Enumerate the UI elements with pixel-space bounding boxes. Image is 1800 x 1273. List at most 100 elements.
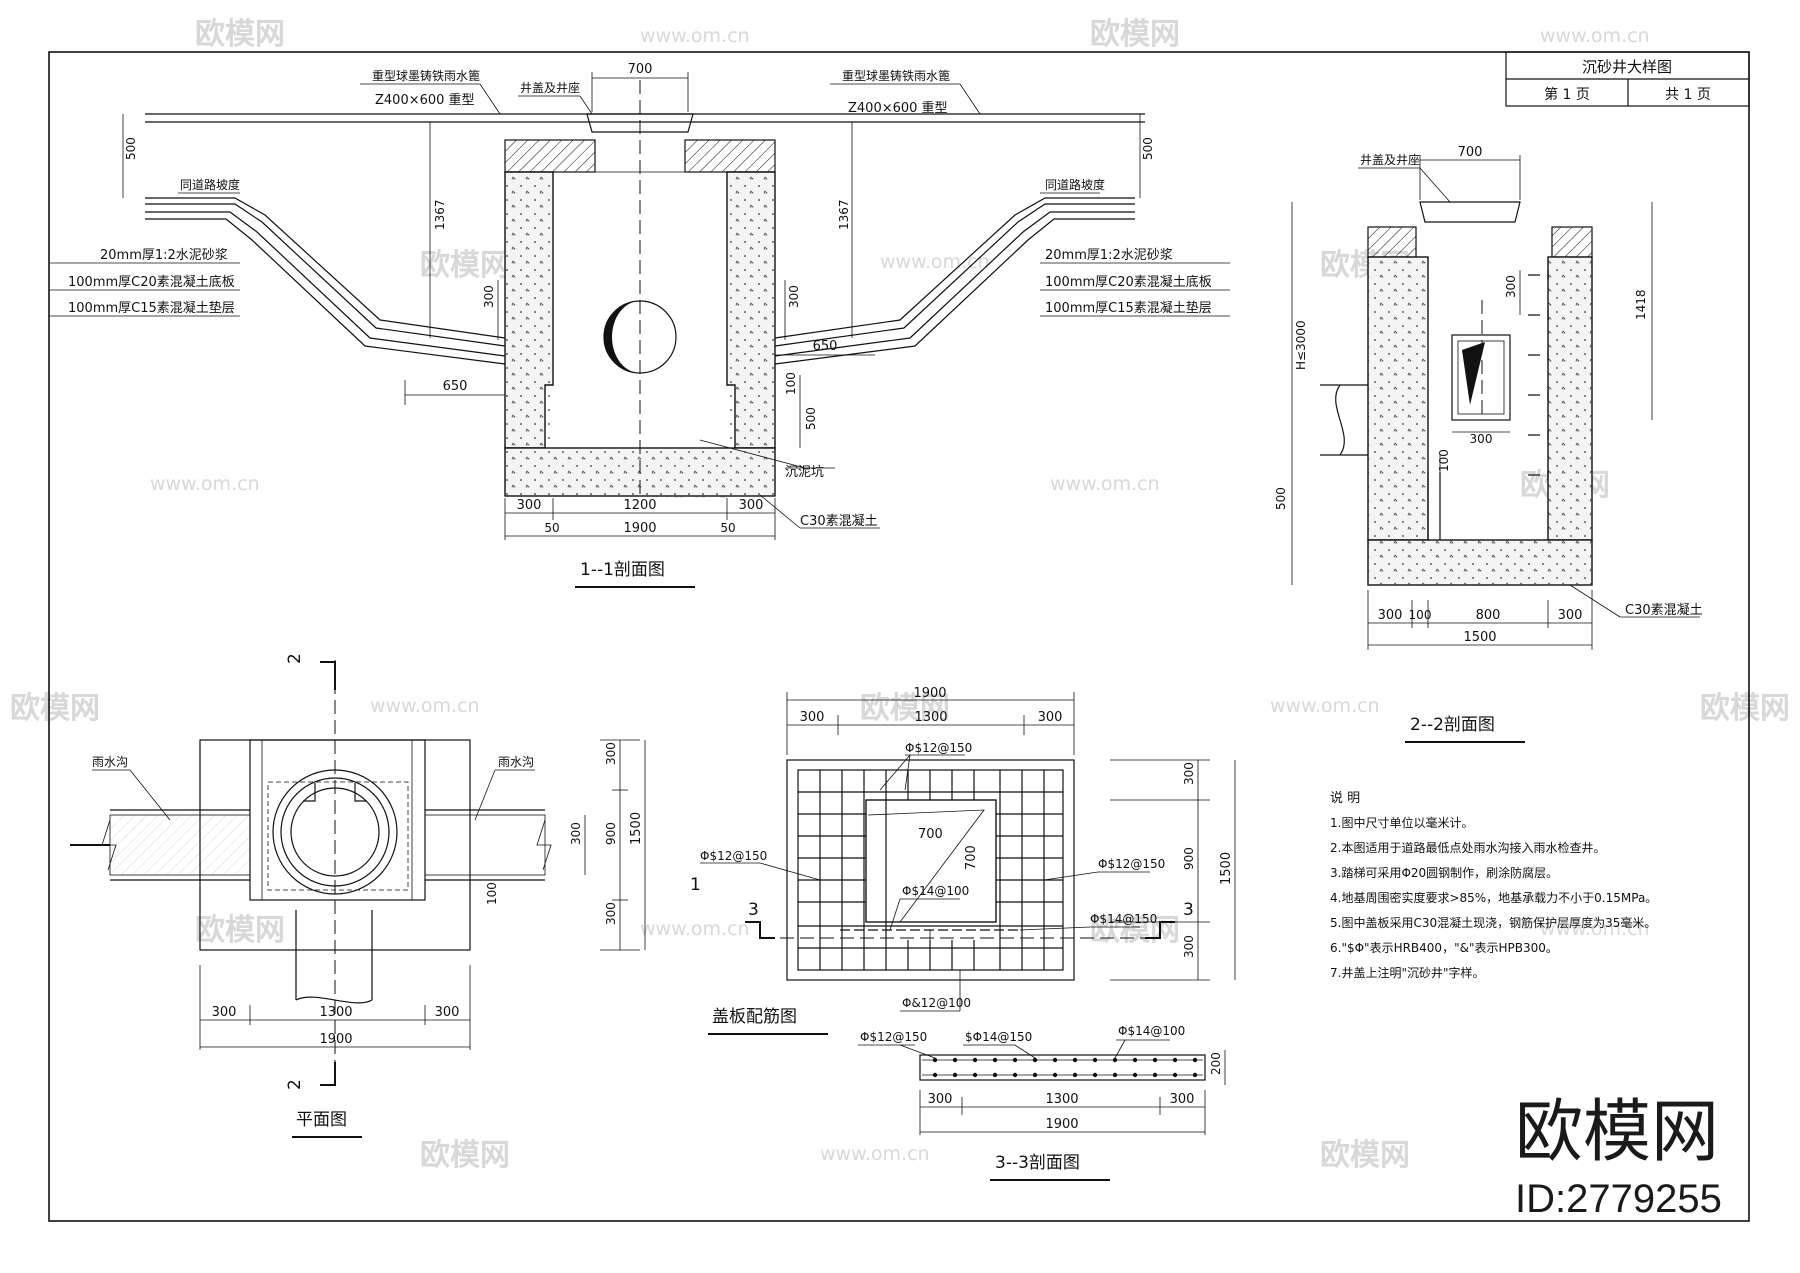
watermark-layer: 欧模网 www.om.cn 欧模网 www.om.cn 欧模网 www.om.c… [10,17,1790,1173]
plan-dim-v300-pipe: 300 [569,822,583,845]
watermark-brand: 欧模网 [420,1138,510,1173]
caption-rebar: 盖板配筋图 [712,1007,797,1027]
dim-1-1-h300-left: 300 [482,285,496,308]
grate-spec-left: Z400×600 重型 [375,92,475,108]
dim-1-1-b1900: 1900 [623,521,656,536]
dim-1-1-b1200: 1200 [623,498,656,513]
watermark-url: www.om.cn [640,25,750,47]
note-item: 7.井盖上注明"沉砂井"字样。 [1330,965,1485,980]
section-3-3-label-a: Φ$12@150 [860,1030,927,1044]
watermark-brand: 欧模网 [860,691,950,726]
rebar-label-bottom: Φ&12@100 [902,996,971,1010]
rebar-label-left: Φ$12@150 [700,849,767,863]
plan-dim-v100: 100 [485,882,499,905]
note-item: 6."$Φ"表示HRB400，"&"表示HPB300。 [1330,941,1558,955]
note-item: 4.地基周围密实度要求>85%，地基承载力不小于0.15MPa。 [1330,890,1657,905]
rebar-opening-h: 700 [964,845,979,870]
rebar-label-right2: Φ$14@150 [1090,912,1157,926]
section-3-3-b300-left: 300 [928,1092,953,1107]
dim-1-1-h500-pit: 500 [804,407,818,430]
watermark-brand: 欧模网 [420,248,510,283]
dim-1-1-h300-right: 300 [787,285,801,308]
plan-dim-b1300: 1300 [319,1005,352,1020]
rebar-plan: 700 700 Φ$12@150 Φ$12@150 Φ$12@150 Φ$14@… [690,686,1236,1035]
note-item: 2.本图适用于道路最低点处雨水沟接入雨水检查井。 [1330,840,1605,855]
concrete-label-2-2: C30素混凝土 [1625,602,1703,618]
dim-2-2-top: 700 [1458,145,1483,160]
watermark-brand: 欧模网 [1320,1138,1410,1173]
grate-label-left: 重型球墨铸铁雨水篦 [372,68,480,83]
rebar-opening-w: 700 [918,827,943,842]
brand-logo-text: 欧模网 [1515,1093,1719,1172]
dim-2-2-h-total: H≤3000 [1294,320,1308,370]
dim-1-1-h500-right: 500 [1141,137,1155,160]
grate-label-right: 重型球墨铸铁雨水篦 [842,68,950,83]
note-item: 5.图中盖板采用C30混凝土现浇，钢筋保护层厚度为35毫米。 [1330,915,1656,930]
dim-1-1-w650-left: 650 [443,379,468,394]
section-3-3-b1900: 1900 [1045,1117,1078,1132]
section-3-3-b300-right: 300 [1170,1092,1195,1107]
plan-dim-v300-bottom: 300 [604,902,618,925]
lid-label-2-2: 井盖及井座 [1360,152,1420,167]
section-2-2: 700 H≤3000 500 1418 300 300 100 井盖及井座 C3… [1274,145,1703,743]
title-block: 沉砂井大样图 第 1 页 共 1 页 [1505,51,1750,107]
caption-2-2: 2--2剖面图 [1410,715,1495,735]
dim-1-1-w650-right: 650 [813,339,838,354]
dim-1-1-top: 700 [628,62,653,77]
dim-2-2-b300-left: 300 [1378,608,1403,623]
layer-1-left: 20mm厚1:2水泥砂浆 [100,248,228,263]
dim-2-2-b800: 800 [1476,608,1501,623]
section-3-3-h200: 200 [1209,1052,1223,1075]
rebar-dim-t300-right: 300 [1038,710,1063,725]
dim-2-2-b300-right: 300 [1558,608,1583,623]
watermark-url: www.om.cn [1540,25,1650,47]
watermark-url: www.om.cn [370,695,480,717]
watermark-brand: 欧模网 [195,17,285,52]
watermark-url: www.om.cn [880,251,990,273]
rebar-label-inner: Φ$14@100 [902,884,969,898]
layer-1-right: 20mm厚1:2水泥砂浆 [1045,248,1173,263]
plan-dim-v300-top: 300 [604,742,618,765]
caption-plan: 平面图 [296,1110,347,1130]
dim-1-1-h500-left: 500 [124,137,138,160]
rebar-dim-v300-bottom: 300 [1182,935,1196,958]
lid-label-1-1: 井盖及井座 [520,80,580,95]
plan-marker-2-bottom: 2 [285,1079,305,1090]
caption-1-1: 1--1剖面图 [580,560,665,580]
drawing-border [48,51,1750,1222]
watermark-brand: 欧模网 [1090,913,1180,948]
watermark-url: www.om.cn [640,918,750,940]
watermark-url: www.om.cn [1050,473,1160,495]
notes: 说 明 1.图中尺寸单位以毫米计。 2.本图适用于道路最低点处雨水沟接入雨水检查… [1330,791,1657,980]
title-block-page: 第 1 页 [1544,86,1590,103]
layer-2-right: 100mm厚C20素混凝土底板 [1045,274,1212,290]
rebar-marker-1: 1 [690,875,701,895]
dim-1-1-h100: 100 [784,372,798,395]
dim-1-1-h1367-right: 1367 [837,199,851,230]
grate-spec-right: Z400×600 重型 [848,100,948,116]
plan-dim-v1500: 1500 [629,812,644,845]
watermark-url: www.om.cn [1540,918,1650,940]
gutter-label-left: 雨水沟 [92,755,128,769]
rebar-dim-v300-top: 300 [1182,762,1196,785]
slope-label-right: 同道路坡度 [1045,177,1105,192]
title-block-title: 沉砂井大样图 [1582,58,1672,76]
watermark-url: www.om.cn [820,1143,930,1165]
dim-1-1-b300-left: 300 [517,498,542,513]
dim-2-2-b1500: 1500 [1463,630,1496,645]
title-block-total: 共 1 页 [1665,87,1711,103]
rebar-dim-v1500: 1500 [1219,852,1234,885]
rebar-dim-t1300: 1300 [914,710,947,725]
dim-1-1-b50-right: 50 [720,521,735,535]
brand-id: ID:2779255 [1515,1177,1722,1221]
dim-2-2-w300-inner: 300 [1470,432,1493,446]
dim-1-1-b300-right: 300 [739,498,764,513]
rebar-dim-top1900: 1900 [913,686,946,701]
rebar-label-right: Φ$12@150 [1098,857,1165,871]
watermark-brand: 欧模网 [195,913,285,948]
dim-2-2-h500: 500 [1274,487,1288,510]
caption-3-3: 3--3剖面图 [995,1153,1080,1173]
section-3-3-b1300: 1300 [1045,1092,1078,1107]
section-3-3-label-c: Φ$14@100 [1118,1024,1185,1038]
dim-1-1-h1367-left: 1367 [433,199,447,230]
